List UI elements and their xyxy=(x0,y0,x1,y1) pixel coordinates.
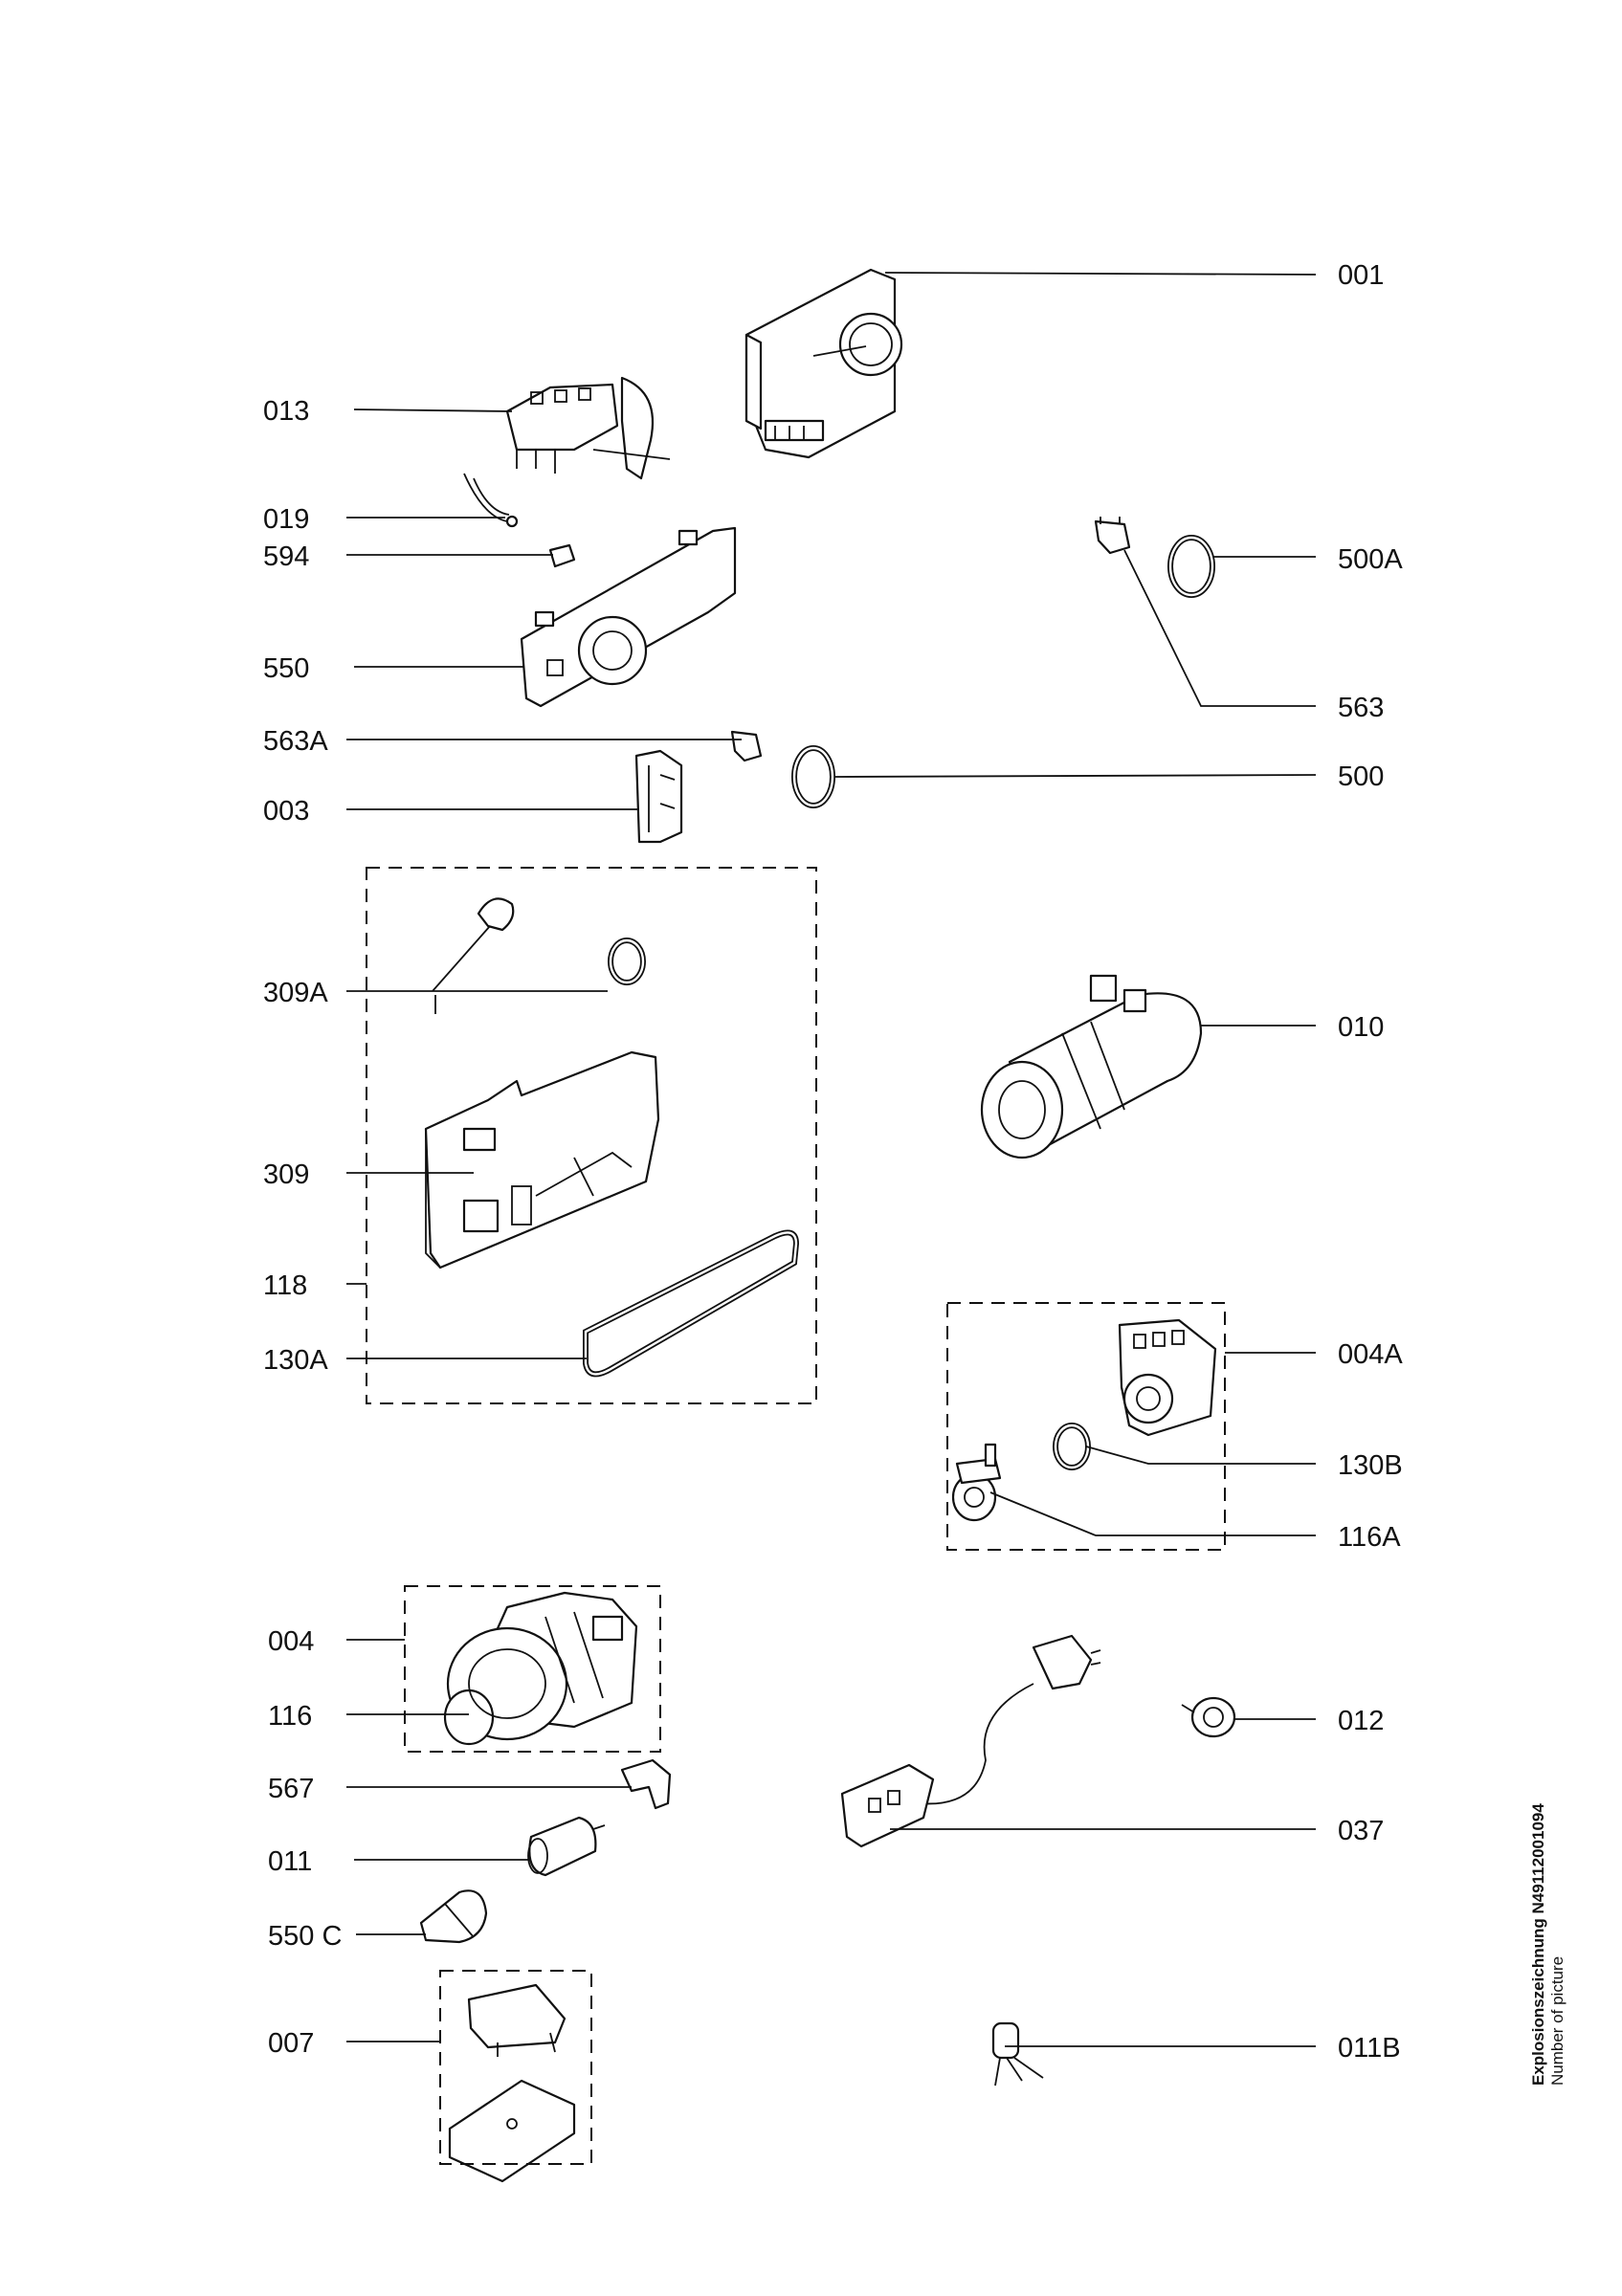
caption-subtitle: Number of picture xyxy=(1548,1955,1566,2086)
label-013: 013 xyxy=(263,396,309,427)
label-130B: 130B xyxy=(1338,1450,1403,1481)
label-003: 003 xyxy=(263,796,309,827)
label-037: 037 xyxy=(1338,1816,1384,1846)
label-012: 012 xyxy=(1338,1706,1384,1736)
label-563: 563 xyxy=(1338,693,1384,723)
label-011: 011 xyxy=(268,1846,312,1877)
part-309A-ring xyxy=(608,938,646,985)
label-594: 594 xyxy=(263,541,309,572)
part-309-dispenser xyxy=(424,1050,660,1269)
part-004A-pump-motor xyxy=(1118,1318,1217,1437)
part-007-door-lock xyxy=(448,1983,576,2183)
part-013-switch xyxy=(505,376,671,480)
label-550: 550 xyxy=(263,653,309,684)
part-130A-gasket xyxy=(583,1229,800,1378)
label-563A: 563A xyxy=(263,726,328,757)
label-500A: 500A xyxy=(1338,544,1403,575)
part-500-gasket xyxy=(791,745,835,808)
group-box-004A xyxy=(946,1302,1226,1551)
part-130B-ring xyxy=(1053,1423,1091,1470)
label-004A: 004A xyxy=(1338,1339,1403,1370)
group-box-007 xyxy=(439,1970,592,2165)
part-563A-contact xyxy=(730,730,763,762)
group-box-309 xyxy=(366,867,817,1404)
label-019: 019 xyxy=(263,504,309,535)
part-012-thermostat xyxy=(1181,1696,1236,1738)
part-500A-gasket xyxy=(1167,535,1215,598)
part-004-main-pump xyxy=(443,1591,638,1746)
part-567-clip xyxy=(620,1758,672,1810)
group-box-004 xyxy=(404,1585,661,1753)
part-011B-suppressor xyxy=(991,2021,1044,2086)
leader-lines xyxy=(346,272,1317,2047)
part-010-heater xyxy=(980,974,1203,1159)
part-001-timer xyxy=(744,268,903,459)
label-011B: 011B xyxy=(1338,2033,1401,2064)
part-594-clip xyxy=(548,543,576,568)
part-309A-clip xyxy=(477,897,515,932)
label-118: 118 xyxy=(263,1270,307,1301)
part-550C-knob xyxy=(419,1889,488,1944)
label-567: 567 xyxy=(268,1774,314,1804)
label-007: 007 xyxy=(268,2028,314,2059)
label-309: 309 xyxy=(263,1159,309,1190)
label-116: 116 xyxy=(268,1701,312,1732)
part-019-wire xyxy=(463,473,519,528)
label-004: 004 xyxy=(268,1626,314,1657)
part-563-contact xyxy=(1094,517,1131,555)
part-550-control-panel xyxy=(520,526,737,708)
part-003-bracket xyxy=(634,749,683,844)
label-010: 010 xyxy=(1338,1012,1384,1043)
part-037-mains-cable xyxy=(840,1634,1101,1848)
caption-title: Explosionszeichnung N49112001094 xyxy=(1529,1803,1547,2086)
part-011-capacitor xyxy=(527,1816,606,1877)
label-309A: 309A xyxy=(263,978,328,1008)
label-500: 500 xyxy=(1338,762,1384,792)
label-001: 001 xyxy=(1338,260,1384,291)
label-550C: 550 C xyxy=(268,1921,342,1952)
label-130A: 130A xyxy=(263,1345,328,1376)
part-116A-housing xyxy=(951,1443,1002,1522)
label-116A: 116A xyxy=(1338,1522,1401,1553)
